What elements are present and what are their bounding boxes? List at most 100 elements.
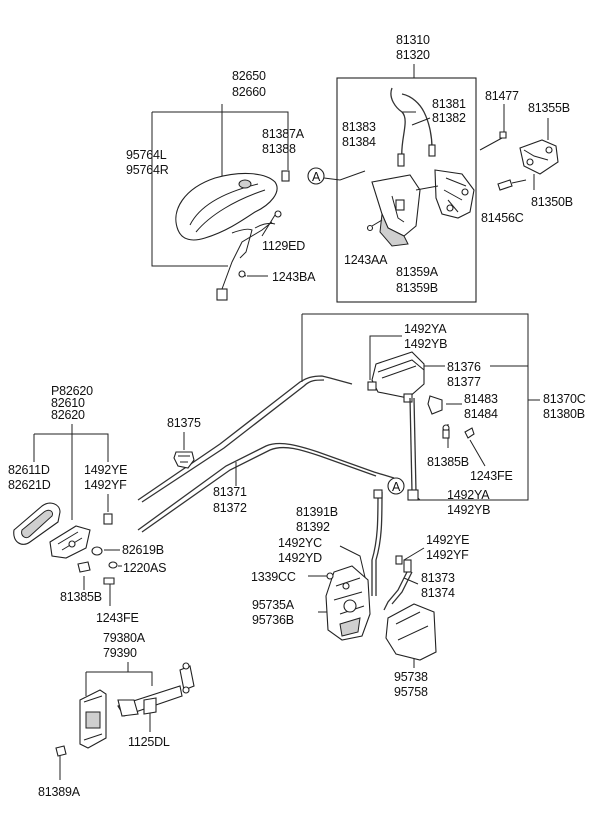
leader-1129ed bbox=[261, 214, 276, 237]
label-81374: 81374 bbox=[421, 586, 455, 600]
label-81389a: 81389A bbox=[38, 785, 81, 799]
long-rods bbox=[137, 375, 419, 533]
inside-handle-group: P82620 82610 82620 82611D 82621D 1492YE … bbox=[8, 384, 166, 625]
label-81359a: 81359A bbox=[396, 265, 439, 279]
label-81375: 81375 bbox=[167, 416, 201, 430]
label-95764r: 95764R bbox=[126, 163, 169, 177]
latch-box-group: 81310 81320 81381 81382 81383 81384 1243… bbox=[307, 33, 477, 303]
label-1492ye-left: 1492YE bbox=[84, 463, 127, 477]
label-82620: 82620 bbox=[51, 408, 85, 422]
label-1492yf-left: 1492YF bbox=[84, 478, 127, 492]
label-81372: 81372 bbox=[213, 501, 247, 515]
label-81370c: 81370C bbox=[543, 392, 586, 406]
label-1492yc: 1492YC bbox=[278, 536, 322, 550]
label-95736b: 95736B bbox=[252, 613, 294, 627]
label-81384: 81384 bbox=[342, 135, 376, 149]
outside-handle-part bbox=[175, 170, 290, 301]
door-check-group: 79380A 79390 1125DL 81389A bbox=[38, 631, 195, 799]
door-check-part bbox=[79, 662, 195, 749]
label-79390: 79390 bbox=[103, 646, 137, 660]
bracket-82620 bbox=[33, 424, 109, 520]
label-81388: 81388 bbox=[262, 142, 296, 156]
label-82650: 82650 bbox=[232, 69, 266, 83]
label-1492yf-right: 1492YF bbox=[426, 548, 469, 562]
label-79380a: 79380A bbox=[103, 631, 146, 645]
label-81377: 81377 bbox=[447, 375, 481, 389]
striker-group: 81477 81355B 81350B 81456C bbox=[479, 89, 573, 225]
rod-81373 bbox=[383, 555, 413, 611]
label-1129ed: 1129ED bbox=[262, 239, 305, 253]
cover-95738 bbox=[385, 603, 437, 661]
label-1492yb-top: 1492YB bbox=[404, 337, 447, 351]
label-95764l: 95764L bbox=[126, 148, 167, 162]
label-82660: 82660 bbox=[232, 85, 266, 99]
label-1492ya-bot: 1492YA bbox=[447, 488, 490, 502]
label-81385b-left: 81385B bbox=[60, 590, 102, 604]
label-81373: 81373 bbox=[421, 571, 455, 585]
label-81320: 81320 bbox=[396, 48, 430, 62]
label-1243ba: 1243BA bbox=[272, 270, 316, 284]
label-81391b: 81391B bbox=[296, 505, 338, 519]
label-81484: 81484 bbox=[464, 407, 498, 421]
callout-a-circle-bot bbox=[387, 477, 405, 495]
label-82610: 82610 bbox=[51, 396, 85, 410]
callout-a-circle-top bbox=[307, 167, 325, 185]
lock-assembly-group: 81391B 81392 1492YC 1492YD 1492YE 1492YF… bbox=[251, 489, 469, 699]
label-1243fe-left: 1243FE bbox=[96, 611, 139, 625]
latch-box-frame bbox=[336, 77, 477, 303]
label-p82620: P82620 bbox=[51, 384, 93, 398]
label-81380b: 81380B bbox=[543, 407, 585, 421]
label-1243fe-right: 1243FE bbox=[470, 469, 513, 483]
label-1125dl: 1125DL bbox=[128, 735, 170, 749]
label-81376: 81376 bbox=[447, 360, 481, 374]
screw-81456c bbox=[497, 179, 513, 191]
label-81381: 81381 bbox=[432, 97, 466, 111]
label-81359b: 81359B bbox=[396, 281, 438, 295]
label-1492ya-top: 1492YA bbox=[404, 322, 447, 336]
label-95735a: 95735A bbox=[252, 598, 295, 612]
label-81382: 81382 bbox=[432, 111, 466, 125]
label-82619b: 82619B bbox=[122, 543, 164, 557]
clip-1339cc bbox=[326, 572, 334, 580]
label-1492ye-right: 1492YE bbox=[426, 533, 469, 547]
label-82611d: 82611D bbox=[8, 463, 50, 477]
callout-a-top: A bbox=[312, 170, 321, 184]
bracket-82650-leader bbox=[151, 104, 289, 267]
outside-handle-group: 82650 82660 81387A 81388 95764L 95764R 1… bbox=[126, 69, 316, 301]
actuator-part-81376 bbox=[367, 351, 425, 403]
label-81477: 81477 bbox=[485, 89, 519, 103]
inside-handle-bezel-part bbox=[13, 502, 61, 545]
label-95738: 95738 bbox=[394, 670, 428, 684]
bolt-81477 bbox=[499, 131, 507, 139]
callout-a-leader-top bbox=[323, 170, 366, 181]
label-1339cc: 1339CC bbox=[251, 570, 296, 584]
label-1492yb-bot: 1492YB bbox=[447, 503, 490, 517]
clip-81483 bbox=[427, 395, 475, 439]
label-81385b-right: 81385B bbox=[427, 455, 469, 469]
lock-body-95735a bbox=[325, 565, 371, 641]
latch-actuator-part bbox=[366, 169, 475, 247]
label-81392: 81392 bbox=[296, 520, 330, 534]
label-81383: 81383 bbox=[342, 120, 376, 134]
latch-rods bbox=[390, 87, 436, 167]
label-81456c: 81456C bbox=[481, 211, 524, 225]
label-81355b: 81355B bbox=[528, 101, 570, 115]
rod-actuator-group: 1492YA 1492YB 81376 81377 81483 81484 81… bbox=[137, 313, 586, 533]
bracket-79380a bbox=[85, 662, 153, 696]
striker-plate-part bbox=[519, 139, 559, 190]
rod-clip-81375: 81375 bbox=[167, 416, 201, 469]
label-81483: 81483 bbox=[464, 392, 498, 406]
label-95758: 95758 bbox=[394, 685, 428, 699]
label-82621d: 82621D bbox=[8, 478, 51, 492]
label-1243aa: 1243AA bbox=[344, 253, 388, 267]
label-81350b: 81350B bbox=[531, 195, 573, 209]
inside-handle-part bbox=[49, 513, 118, 585]
bracket-81370c bbox=[301, 313, 529, 501]
rod-81391b bbox=[371, 489, 383, 596]
callout-a-bot: A bbox=[392, 480, 401, 494]
label-81371: 81371 bbox=[213, 485, 247, 499]
label-1220as: 1220AS bbox=[123, 561, 166, 575]
label-1492yd: 1492YD bbox=[278, 551, 322, 565]
